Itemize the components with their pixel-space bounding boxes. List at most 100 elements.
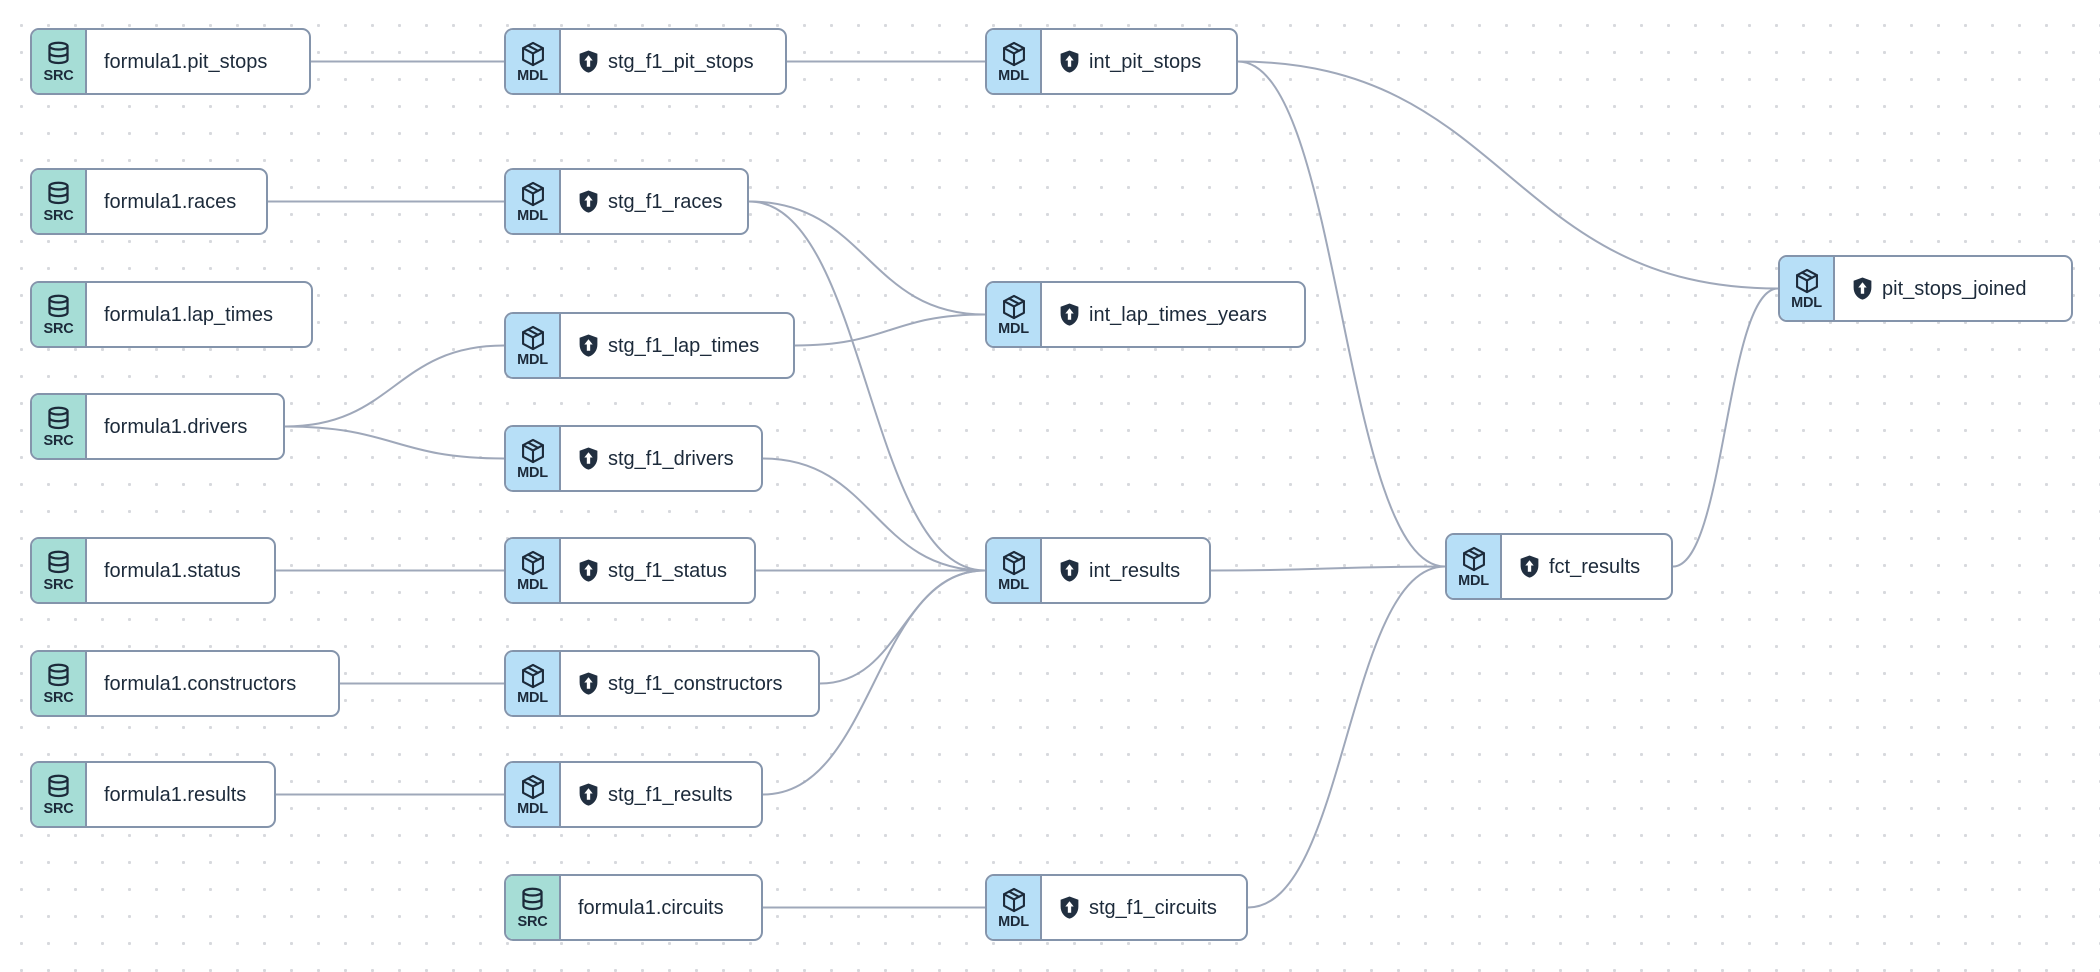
edge-stg_f1_races-to-int_results <box>748 200 986 572</box>
database-icon <box>48 663 69 686</box>
node-type-label: SRC <box>43 576 74 593</box>
node-stg_f1_constructors[interactable]: MDL stg_f1_constructors <box>504 650 820 717</box>
node-type-badge: SRC <box>32 539 87 602</box>
shield-icon <box>1520 555 1539 578</box>
edge-stg_f1_races-to-int_lap_times_years <box>748 200 986 316</box>
node-formula1.pit_stops[interactable]: SRC formula1.pit_stops <box>30 28 311 95</box>
node-body: formula1.drivers <box>87 395 263 458</box>
node-type-badge: SRC <box>32 170 87 233</box>
node-body: formula1.lap_times <box>87 283 289 346</box>
node-stg_f1_results[interactable]: MDL stg_f1_results <box>504 761 763 828</box>
node-body: pit_stops_joined <box>1835 257 2043 320</box>
node-type-badge: MDL <box>506 314 561 377</box>
node-body: formula1.races <box>87 170 252 233</box>
node-body: stg_f1_results <box>561 763 749 826</box>
cube-icon <box>1002 550 1025 575</box>
node-type-label: SRC <box>43 67 74 84</box>
node-type-label: SRC <box>517 913 548 930</box>
node-stg_f1_drivers[interactable]: MDL stg_f1_drivers <box>504 425 763 492</box>
node-type-label: MDL <box>517 464 548 481</box>
node-label: pit_stops_joined <box>1882 277 2027 300</box>
node-int_results[interactable]: MDL int_results <box>985 537 1211 604</box>
cube-icon <box>521 181 544 206</box>
shield-icon <box>1853 277 1872 300</box>
node-type-badge: MDL <box>506 170 561 233</box>
node-type-badge: MDL <box>987 283 1042 346</box>
node-int_pit_stops[interactable]: MDL int_pit_stops <box>985 28 1238 95</box>
node-type-label: MDL <box>517 576 548 593</box>
node-body: int_lap_times_years <box>1042 283 1283 346</box>
database-icon <box>48 774 69 797</box>
node-label: stg_f1_races <box>608 190 723 213</box>
edge-formula1.drivers-to-stg_f1_drivers <box>284 425 505 460</box>
node-type-badge: SRC <box>32 395 87 458</box>
cube-icon <box>521 550 544 575</box>
cube-icon <box>521 774 544 799</box>
node-type-label: MDL <box>517 689 548 706</box>
node-formula1.lap_times[interactable]: SRC formula1.lap_times <box>30 281 313 348</box>
node-stg_f1_circuits[interactable]: MDL stg_f1_circuits <box>985 874 1248 941</box>
node-body: stg_f1_status <box>561 539 743 602</box>
database-icon <box>522 887 543 910</box>
node-label: formula1.races <box>104 190 237 213</box>
cube-icon <box>521 663 544 688</box>
node-stg_f1_pit_stops[interactable]: MDL stg_f1_pit_stops <box>504 28 787 95</box>
node-formula1.results[interactable]: SRC formula1.results <box>30 761 276 828</box>
cube-icon <box>521 438 544 463</box>
node-fct_results[interactable]: MDL fct_results <box>1445 533 1673 600</box>
node-type-label: MDL <box>998 913 1029 930</box>
node-label: formula1.constructors <box>104 672 297 695</box>
edge-int_results-to-fct_results <box>1210 565 1446 572</box>
node-label: formula1.status <box>104 559 241 582</box>
node-body: int_results <box>1042 539 1196 602</box>
node-formula1.races[interactable]: SRC formula1.races <box>30 168 268 235</box>
node-type-badge: MDL <box>506 427 561 490</box>
edge-stg_f1_drivers-to-int_results <box>762 457 986 572</box>
node-stg_f1_races[interactable]: MDL stg_f1_races <box>504 168 749 235</box>
node-int_lap_times_years[interactable]: MDL int_lap_times_years <box>985 281 1306 348</box>
database-icon <box>48 41 69 64</box>
edge-stg_f1_constructors-to-int_results <box>819 569 986 685</box>
shield-icon <box>579 559 598 582</box>
database-icon <box>48 181 69 204</box>
node-formula1.drivers[interactable]: SRC formula1.drivers <box>30 393 285 460</box>
node-label: stg_f1_status <box>608 559 727 582</box>
shield-icon <box>579 783 598 806</box>
node-body: stg_f1_drivers <box>561 427 750 490</box>
edge-int_pit_stops-to-pit_stops_joined <box>1237 60 1779 290</box>
node-label: stg_f1_drivers <box>608 447 734 470</box>
shield-icon <box>579 334 598 357</box>
node-pit_stops_joined[interactable]: MDL pit_stops_joined <box>1778 255 2073 322</box>
node-formula1.constructors[interactable]: SRC formula1.constructors <box>30 650 340 717</box>
node-body: stg_f1_circuits <box>1042 876 1233 939</box>
node-type-label: MDL <box>998 67 1029 84</box>
node-label: int_results <box>1089 559 1181 582</box>
node-type-badge: MDL <box>987 876 1042 939</box>
node-type-label: SRC <box>43 689 74 706</box>
node-label: stg_f1_pit_stops <box>608 50 754 73</box>
node-type-badge: MDL <box>506 763 561 826</box>
node-label: formula1.results <box>104 783 247 806</box>
node-label: formula1.pit_stops <box>104 50 268 73</box>
node-type-label: MDL <box>517 351 548 368</box>
node-type-badge: MDL <box>506 30 561 93</box>
node-type-badge: SRC <box>32 30 87 93</box>
node-type-label: SRC <box>43 432 74 449</box>
node-type-badge: SRC <box>506 876 561 939</box>
cube-icon <box>521 41 544 66</box>
node-label: formula1.circuits <box>578 896 724 919</box>
node-stg_f1_status[interactable]: MDL stg_f1_status <box>504 537 756 604</box>
cube-icon <box>1002 294 1025 319</box>
node-type-label: SRC <box>43 320 74 337</box>
node-type-label: SRC <box>43 800 74 817</box>
node-label: formula1.lap_times <box>104 303 273 326</box>
database-icon <box>48 406 69 429</box>
node-stg_f1_lap_times[interactable]: MDL stg_f1_lap_times <box>504 312 795 379</box>
cube-icon <box>521 325 544 350</box>
node-body: formula1.pit_stops <box>87 30 283 93</box>
shield-icon <box>579 447 598 470</box>
node-formula1.status[interactable]: SRC formula1.status <box>30 537 276 604</box>
node-formula1.circuits[interactable]: SRC formula1.circuits <box>504 874 763 941</box>
